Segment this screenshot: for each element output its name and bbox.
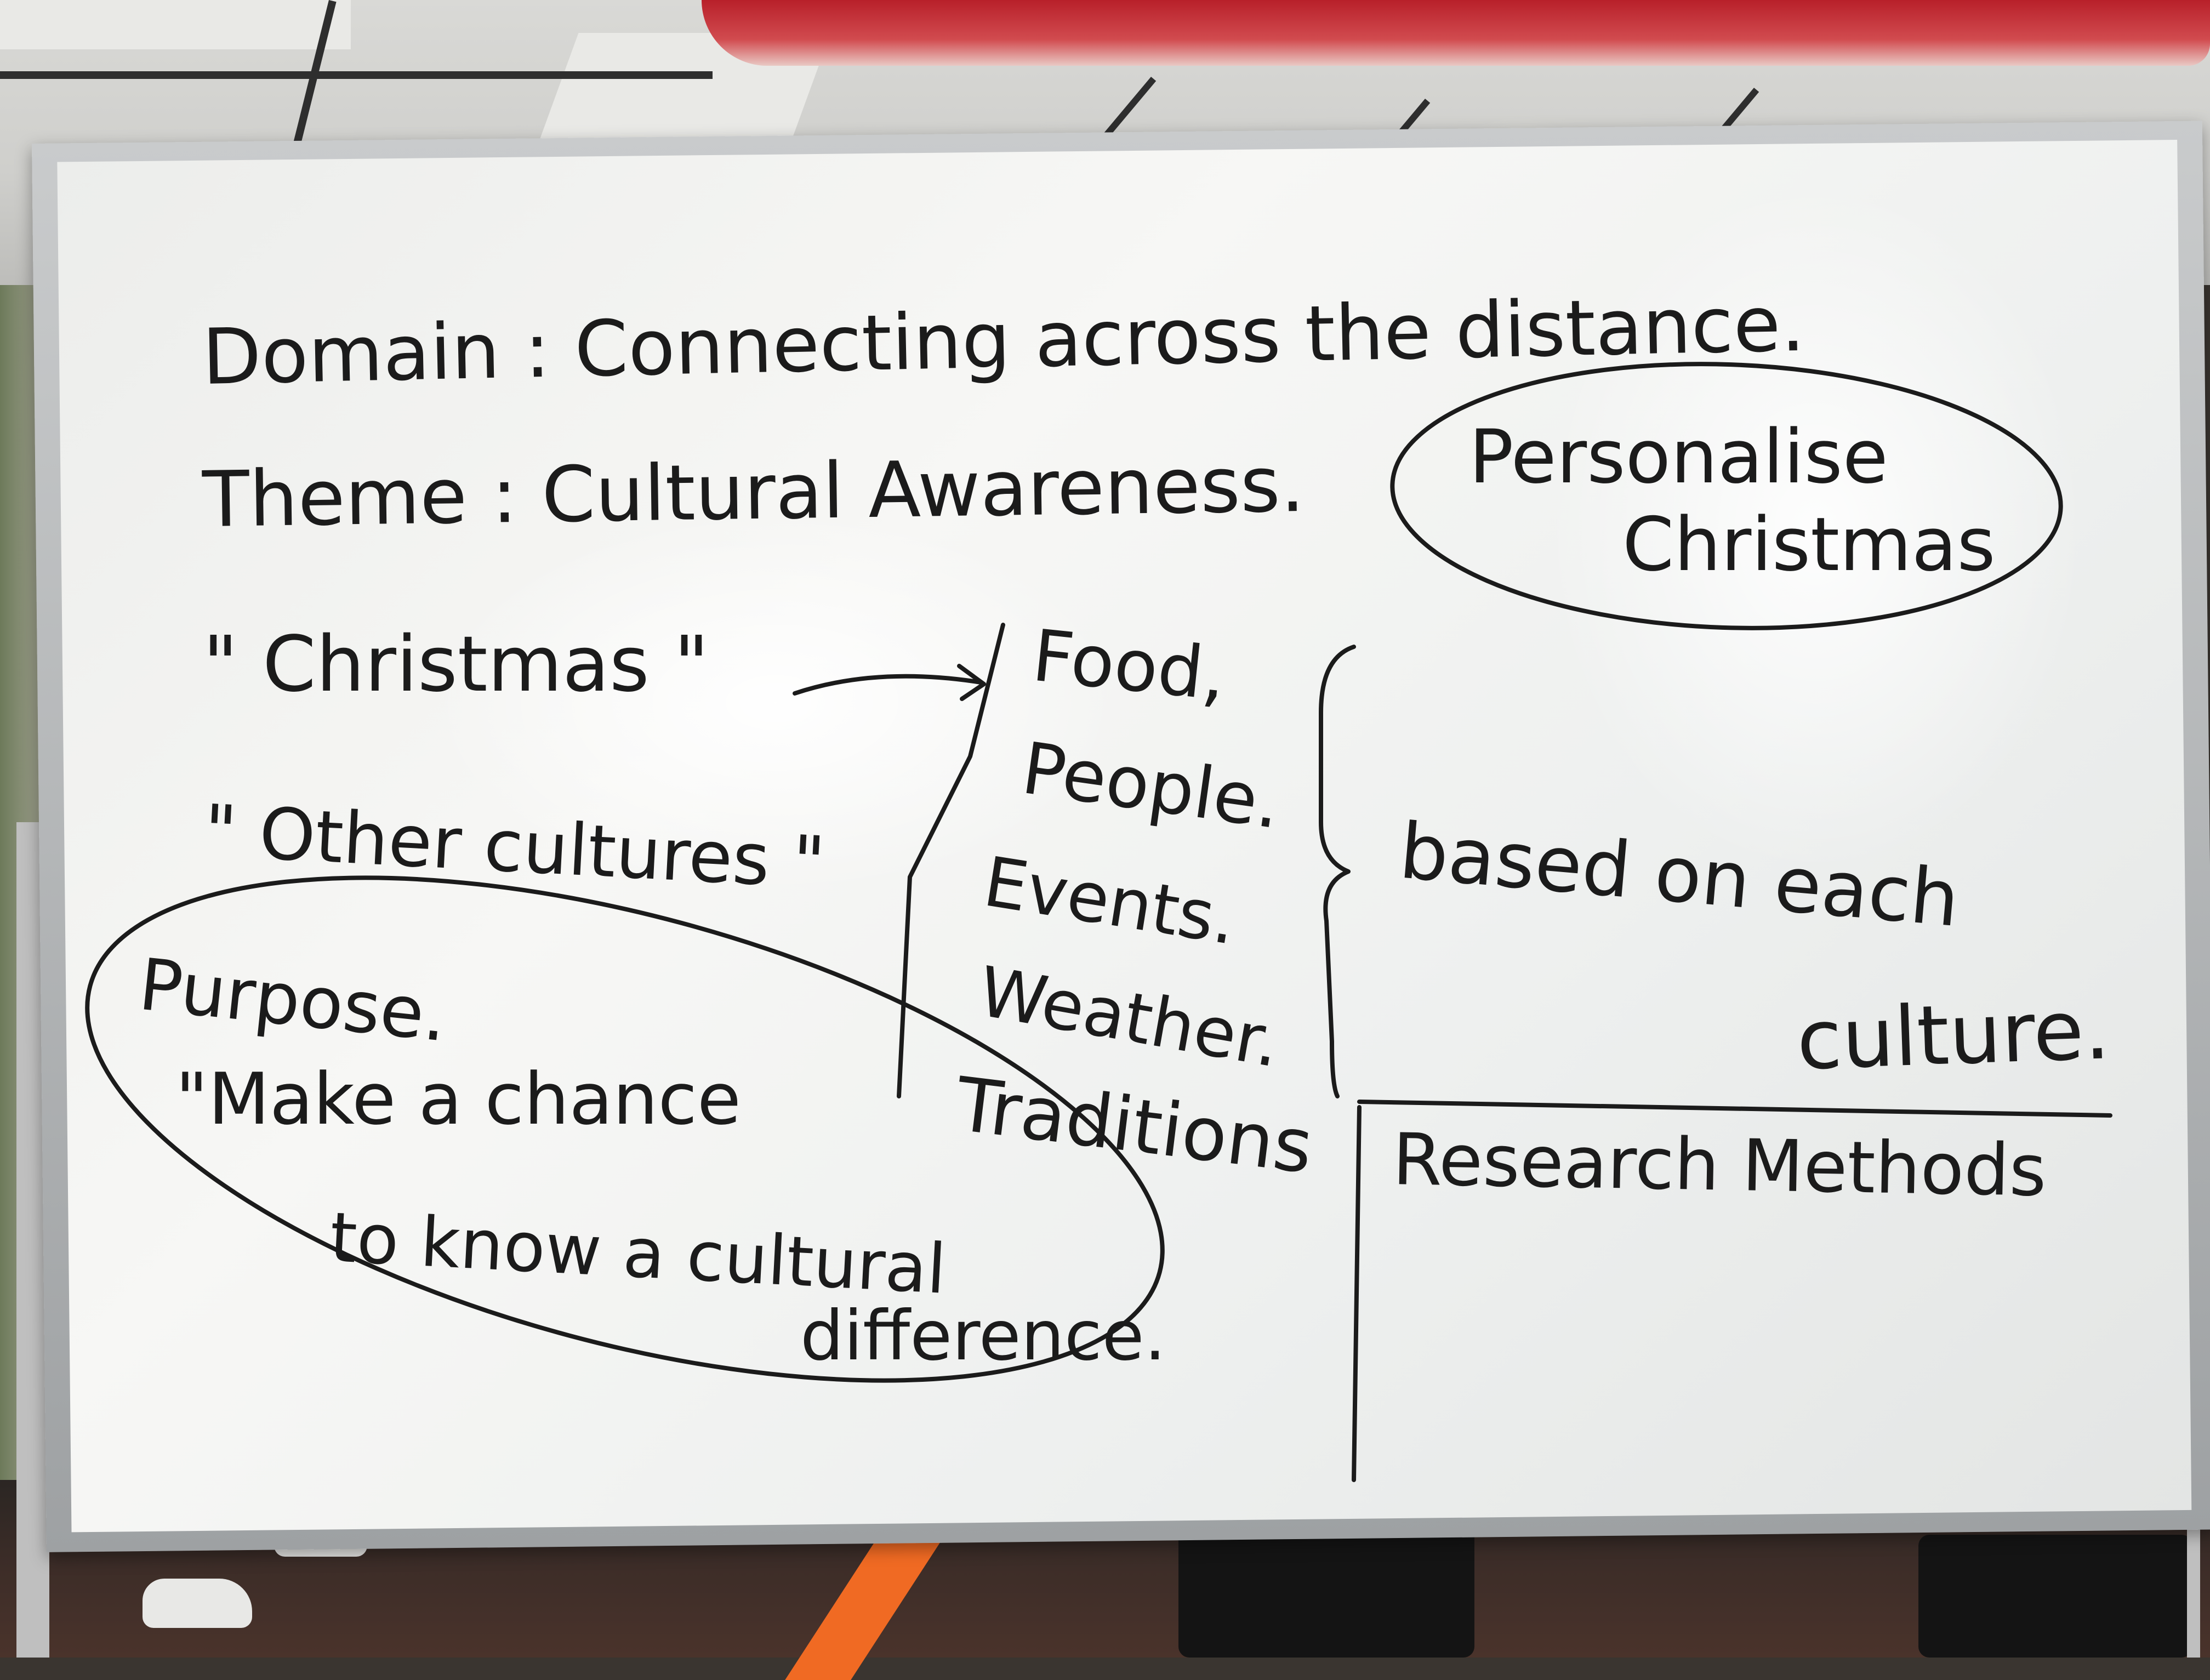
purpose-text-line: to know a cultural bbox=[328, 1198, 948, 1309]
personalise-line: Personalise bbox=[1469, 414, 1888, 500]
quote-christmas: " Christmas " bbox=[203, 620, 709, 709]
chair bbox=[1918, 1535, 2192, 1658]
red-banner bbox=[702, 0, 2210, 66]
aspect-item: People. bbox=[1017, 726, 1286, 845]
based-on-line: based on each bbox=[1396, 806, 1963, 944]
theme-line: Theme : Cultural Awareness. bbox=[201, 440, 1305, 545]
ceiling-beam bbox=[0, 71, 713, 79]
list-right-brace bbox=[1319, 645, 1356, 1098]
purpose-circle bbox=[85, 875, 1165, 1383]
purpose-text-line: "Make a chance bbox=[175, 1057, 741, 1141]
research-methods-heading: Research Methods bbox=[1392, 1118, 2047, 1212]
research-divider-line bbox=[1357, 1100, 2112, 1118]
purpose-text-line: difference. bbox=[800, 1296, 1166, 1376]
aspects-list: Food, People. Events. Weather. Tradition… bbox=[951, 614, 1317, 1191]
domain-line: Domain : Connecting across the distance. bbox=[201, 280, 1805, 402]
aspect-item: Weather. bbox=[973, 952, 1286, 1083]
ceiling-tile bbox=[0, 0, 351, 49]
purpose-label: Purpose. bbox=[135, 943, 451, 1058]
christmas-line: Christmas bbox=[1622, 502, 1996, 588]
research-divider-line bbox=[1352, 1105, 1362, 1482]
shoe bbox=[143, 1579, 252, 1628]
aspect-item: Events. bbox=[978, 842, 1241, 960]
arrow-head-icon bbox=[957, 664, 986, 701]
arrow-line bbox=[793, 674, 983, 696]
chair bbox=[1178, 1524, 1474, 1658]
culture-line: culture. bbox=[1795, 982, 2111, 1089]
aspect-item: Food, bbox=[1029, 614, 1230, 717]
personalise-circle bbox=[1390, 362, 2063, 630]
